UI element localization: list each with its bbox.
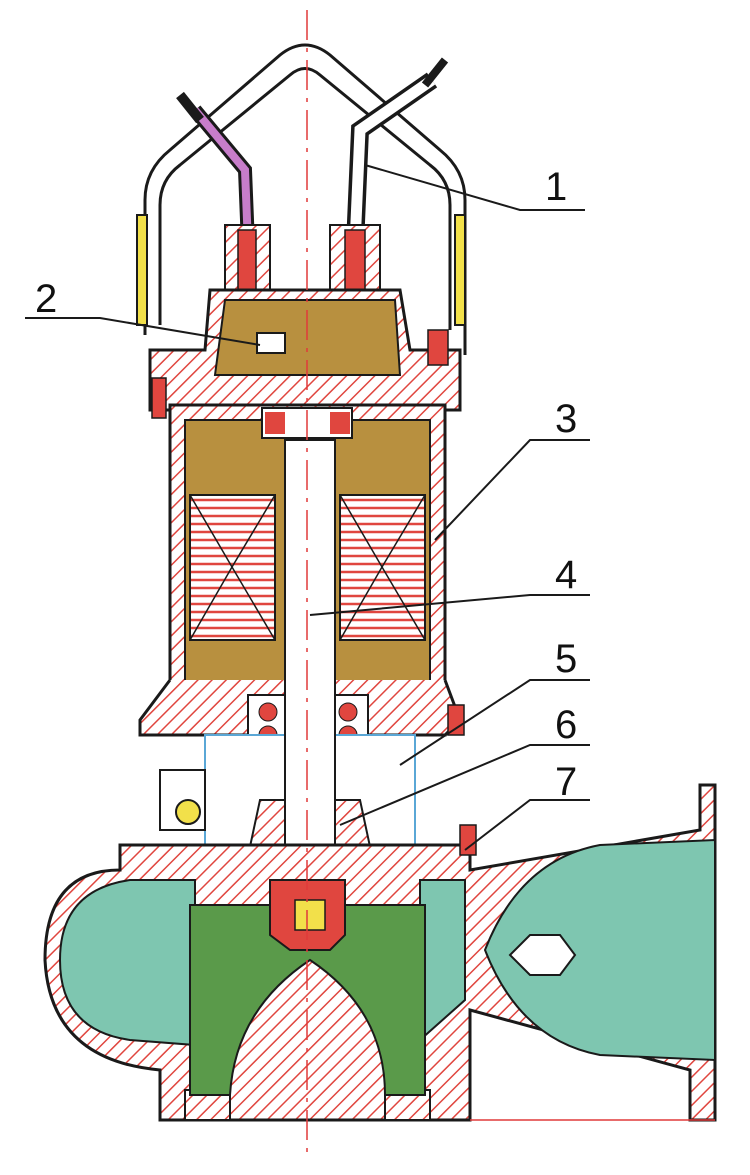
label-7: 7: [555, 760, 577, 804]
cable-gland-left: [224, 224, 271, 301]
stator-winding-right: [339, 494, 426, 641]
label-1: 1: [545, 165, 567, 209]
top-cover: [148, 288, 462, 412]
power-cable-left: [176, 91, 255, 246]
label-6: 6: [555, 703, 577, 747]
label-5: 5: [555, 637, 577, 681]
label-3: 3: [555, 397, 577, 441]
leader-lines: [25, 164, 590, 851]
bolt-icon: [151, 329, 477, 856]
stator-winding-left: [189, 494, 276, 641]
label-4: 4: [555, 553, 577, 597]
power-cable-right: [346, 57, 449, 246]
lifting-handle: [136, 43, 467, 355]
motor-shaft: [284, 439, 336, 921]
label-2: 2: [35, 277, 57, 321]
